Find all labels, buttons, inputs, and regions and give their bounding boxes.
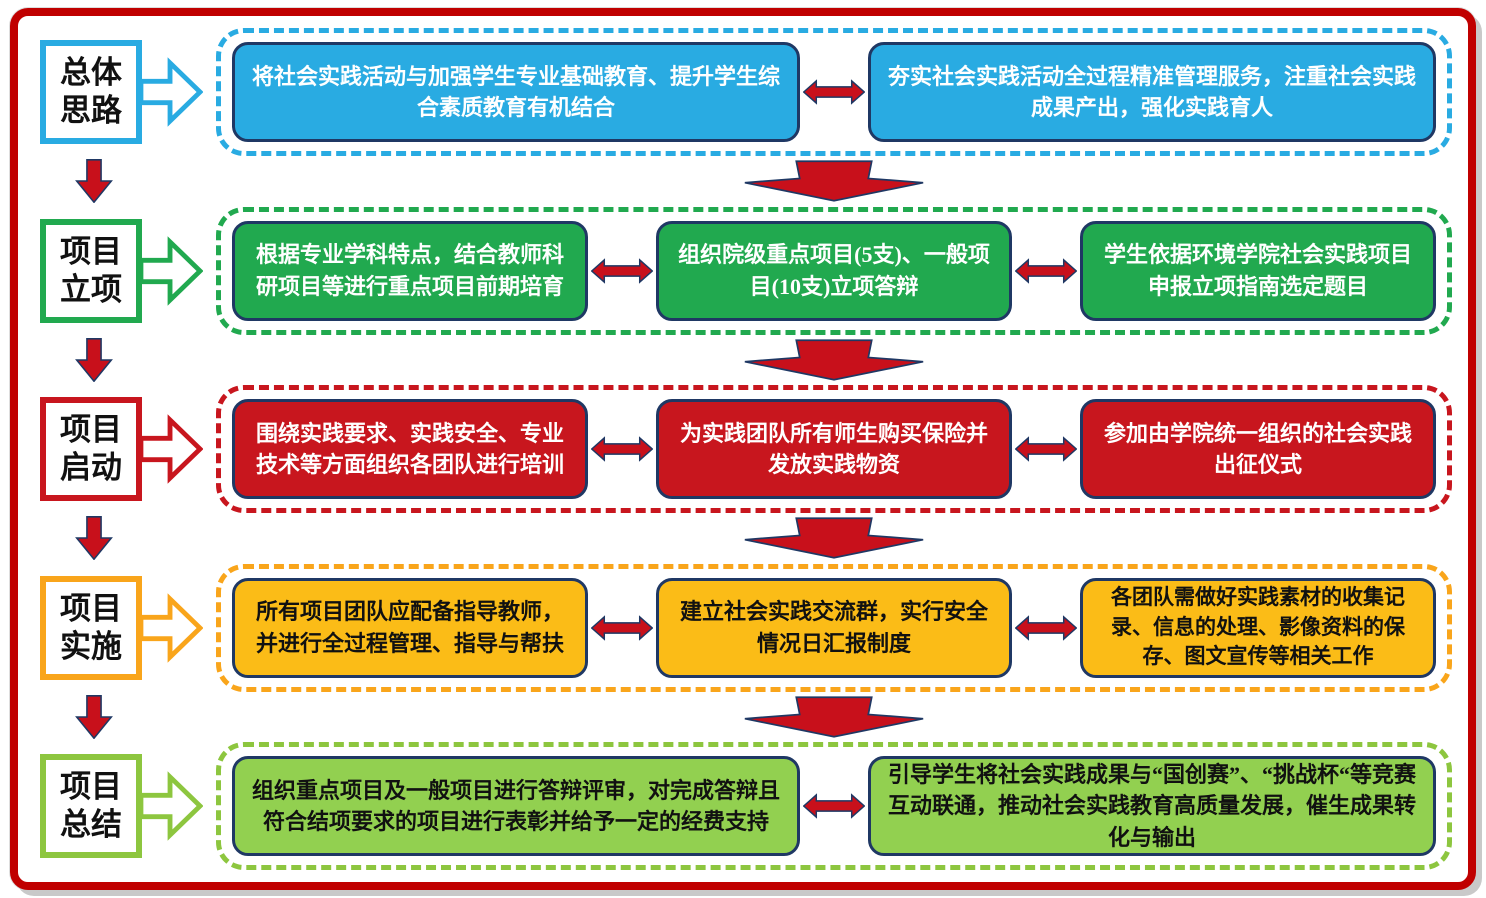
- flow-box: 组织院级重点项目(5支)、一般项目(10支)立项答辩: [656, 220, 1012, 321]
- stage-label-cell: 项目 实施: [28, 564, 216, 692]
- stage-label: 项目 立项: [40, 218, 142, 323]
- flow-box: 学生依据环境学院社会实践项目申报立项指南选定题目: [1080, 220, 1436, 321]
- flow-box: 围绕实践要求、实践安全、专业技术等方面组织各团队进行培训: [232, 399, 588, 499]
- stage-label-cell: 项目 立项: [28, 207, 216, 335]
- diagram-frame: 总体 思路 将社会实践活动与加强学生专业基础教育、提升学生综合素质教育有机结合 …: [10, 8, 1476, 890]
- flow-box: 根据专业学科特点，结合教师科研项目等进行重点项目前期培育: [232, 220, 588, 321]
- stage-items-container: 围绕实践要求、实践安全、专业技术等方面组织各团队进行培训 为实践团队所有师生购买…: [216, 385, 1452, 513]
- stage-row-overall-approach: 总体 思路 将社会实践活动与加强学生专业基础教育、提升学生综合素质教育有机结合 …: [28, 28, 1452, 156]
- down-arrow-icon: [75, 694, 113, 739]
- flow-box: 引导学生将社会实践成果与“国创赛”、“挑战杯“等竞赛互动联通，推动社会实践教育高…: [868, 756, 1436, 856]
- stage-row-project-approval: 项目 立项 根据专业学科特点，结合教师科研项目等进行重点项目前期培育 组织院级重…: [28, 206, 1452, 335]
- stage-items-container: 组织重点项目及一般项目进行答辩评审，对完成答辩且符合结项要求的项目进行表彰并给予…: [216, 742, 1452, 870]
- double-arrow-icon: [591, 399, 653, 499]
- stage-connector: [28, 515, 1452, 561]
- down-arrow-icon: [75, 516, 113, 561]
- flow-box: 参加由学院统一组织的社会实践出征仪式: [1080, 399, 1436, 499]
- double-arrow-icon: [803, 42, 865, 142]
- stage-label: 项目 实施: [40, 575, 142, 680]
- stage-row-project-summary: 项目 总结 组织重点项目及一般项目进行答辩评审，对完成答辩且符合结项要求的项目进…: [28, 742, 1452, 870]
- right-arrow-icon: [139, 57, 203, 127]
- double-arrow-icon: [803, 756, 865, 856]
- double-arrow-icon: [1015, 221, 1077, 321]
- right-arrow-icon: [139, 771, 203, 841]
- stage-connector: [28, 337, 1452, 383]
- chevron-down-icon: [744, 696, 924, 738]
- stage-row-project-implementation: 项目 实施 所有项目团队应配备指导教师，并进行全过程管理、指导与帮扶 建立社会实…: [28, 563, 1452, 692]
- flow-box: 夯实社会实践活动全过程精准管理服务，注重社会实践成果产出，强化实践育人: [868, 42, 1436, 142]
- stage-items-container: 所有项目团队应配备指导教师，并进行全过程管理、指导与帮扶 建立社会实践交流群，实…: [216, 563, 1452, 692]
- chevron-down-icon: [744, 517, 924, 559]
- flow-box: 为实践团队所有师生购买保险并发放实践物资: [656, 399, 1012, 499]
- flow-box: 所有项目团队应配备指导教师，并进行全过程管理、指导与帮扶: [232, 577, 588, 678]
- stage-label: 项目 启动: [40, 397, 142, 501]
- chevron-down-icon: [744, 339, 924, 381]
- stage-label-cell: 项目 总结: [28, 742, 216, 870]
- right-arrow-icon: [139, 592, 203, 663]
- down-arrow-icon: [75, 159, 113, 204]
- stage-items-container: 根据专业学科特点，结合教师科研项目等进行重点项目前期培育 组织院级重点项目(5支…: [216, 206, 1452, 335]
- flow-box: 建立社会实践交流群，实行安全情况日汇报制度: [656, 577, 1012, 678]
- stage-label-cell: 总体 思路: [28, 28, 216, 156]
- stage-row-project-launch: 项目 启动 围绕实践要求、实践安全、专业技术等方面组织各团队进行培训 为实践团队…: [28, 385, 1452, 513]
- flow-box: 将社会实践活动与加强学生专业基础教育、提升学生综合素质教育有机结合: [232, 42, 800, 142]
- stage-connector: [28, 694, 1452, 740]
- double-arrow-icon: [1015, 399, 1077, 499]
- double-arrow-icon: [591, 578, 653, 678]
- stage-label: 总体 思路: [40, 40, 142, 144]
- flow-box: 组织重点项目及一般项目进行答辩评审，对完成答辩且符合结项要求的项目进行表彰并给予…: [232, 756, 800, 856]
- stage-items-container: 将社会实践活动与加强学生专业基础教育、提升学生综合素质教育有机结合 夯实社会实践…: [216, 28, 1452, 156]
- double-arrow-icon: [591, 221, 653, 321]
- right-arrow-icon: [139, 414, 203, 484]
- flow-box: 各团队需做好实践素材的收集记录、信息的处理、影像资料的保存、图文宣传等相关工作: [1080, 577, 1436, 678]
- chevron-down-icon: [744, 160, 924, 202]
- down-arrow-icon: [75, 337, 113, 382]
- stage-label: 项目 总结: [40, 754, 142, 858]
- stage-label-cell: 项目 启动: [28, 385, 216, 513]
- stage-connector: [28, 158, 1452, 204]
- double-arrow-icon: [1015, 578, 1077, 678]
- right-arrow-icon: [139, 235, 203, 306]
